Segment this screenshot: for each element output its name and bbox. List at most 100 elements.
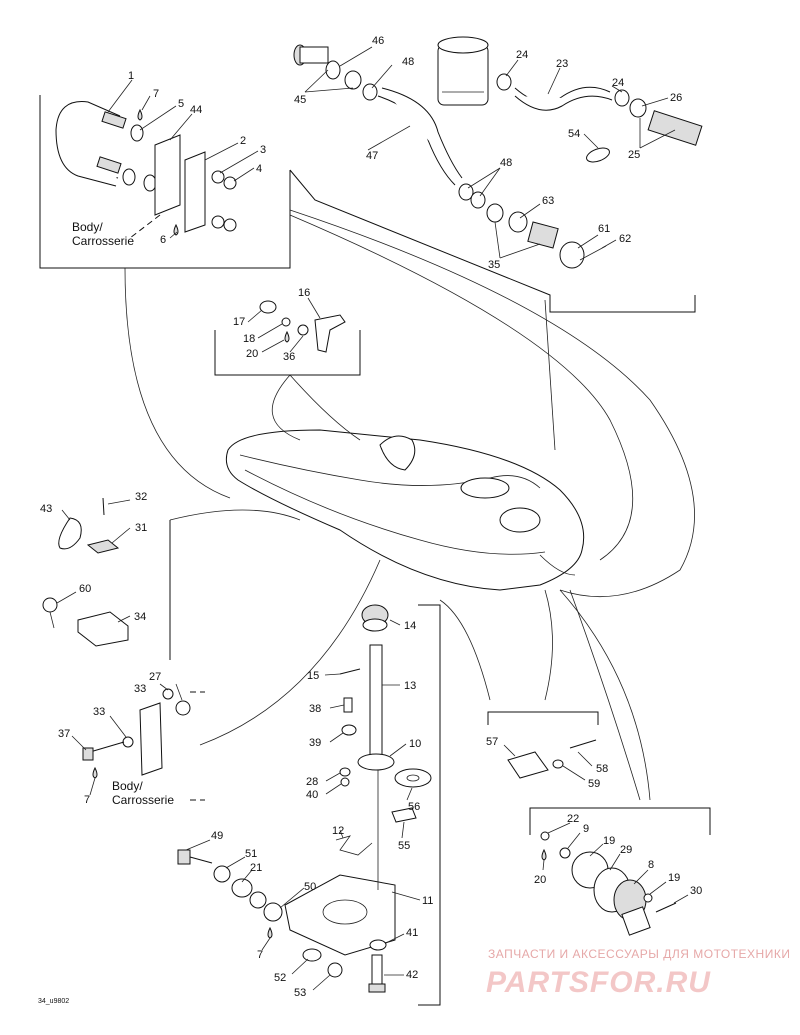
leader-2 xyxy=(204,142,239,161)
leader-52 xyxy=(291,958,309,975)
guide-lines xyxy=(124,209,695,801)
washer-5-upper xyxy=(130,124,144,142)
callout-34: 34 xyxy=(134,611,146,623)
group-top-left: 1 7 5 44 2 3 4 6 Body/ Carrosserie xyxy=(39,70,291,269)
leader-26 xyxy=(641,97,669,107)
leader-14 xyxy=(389,619,401,626)
group-center-post: 14 13 15 38 39 10 28 40 56 55 12 11 41 4… xyxy=(284,604,441,1006)
nut-46 xyxy=(325,60,341,80)
callout-52: 52 xyxy=(274,972,286,984)
callout-48-mid: 48 xyxy=(500,157,512,169)
leader-24-right xyxy=(611,85,623,93)
group-lower-right: 22 9 19 29 8 19 30 20 xyxy=(529,807,711,936)
cap-17 xyxy=(259,300,277,314)
group-mid-small: 16 17 18 20 36 xyxy=(214,287,361,376)
leader-63 xyxy=(519,203,541,219)
callout-27: 27 xyxy=(149,671,161,683)
leader-1 xyxy=(107,79,133,113)
washer-33-bolt xyxy=(122,736,134,748)
callout-9: 9 xyxy=(583,823,589,835)
hull-deck-line xyxy=(239,454,541,489)
leader-38 xyxy=(329,704,345,709)
washer-39 xyxy=(341,724,357,736)
callout-26: 26 xyxy=(670,92,682,104)
plate-44 xyxy=(154,134,181,216)
leader-46 xyxy=(339,46,373,67)
base-plate-hole xyxy=(322,899,368,925)
leader-51 xyxy=(225,856,246,869)
leader-28 xyxy=(325,772,341,782)
callout-5: 5 xyxy=(178,98,184,110)
callout-24-right: 24 xyxy=(612,77,624,89)
washer-3 xyxy=(211,170,225,184)
bolt-37-head xyxy=(82,747,94,761)
bilge-pump xyxy=(437,44,489,106)
callout-24-left: 24 xyxy=(516,49,528,61)
leader-48a xyxy=(467,167,501,189)
callout-63: 63 xyxy=(542,195,554,207)
callout-46: 46 xyxy=(372,35,384,47)
callout-16: 16 xyxy=(298,287,310,299)
body-label-bottom-line2: Carrosserie xyxy=(112,793,174,807)
clip-54 xyxy=(586,147,610,163)
callout-10: 10 xyxy=(409,738,421,750)
callout-32: 32 xyxy=(135,491,147,503)
leader-33a xyxy=(159,683,169,691)
callout-20-right: 20 xyxy=(534,874,546,886)
leader-62 xyxy=(601,239,617,249)
callout-50: 50 xyxy=(304,881,316,893)
nut-36 xyxy=(297,324,309,336)
callout-59: 59 xyxy=(588,778,600,790)
nut-26 xyxy=(629,98,647,118)
washer-41 xyxy=(369,939,387,951)
drop-20 xyxy=(284,330,290,343)
spring-12 xyxy=(335,835,373,856)
cap-14-base xyxy=(362,618,388,632)
leader-10 xyxy=(389,743,407,757)
base-plate-11 xyxy=(284,874,396,956)
clip-55 xyxy=(391,807,417,823)
callout-15: 15 xyxy=(307,670,319,682)
washer-51 xyxy=(213,865,231,883)
hull-stern xyxy=(539,554,576,576)
callout-28: 28 xyxy=(306,776,318,788)
callout-14: 14 xyxy=(404,620,416,632)
leader-8 xyxy=(633,869,649,885)
clamp-48-lower xyxy=(458,183,474,201)
leader-48-upper xyxy=(371,64,393,89)
hose-23-outline xyxy=(514,95,613,111)
leader-18 xyxy=(257,323,283,339)
nut-27 xyxy=(175,700,191,716)
screw-15 xyxy=(339,668,361,675)
screw-60-shank xyxy=(49,611,55,629)
guide-center-hull xyxy=(439,599,491,701)
callout-13: 13 xyxy=(404,680,416,692)
callout-7: 7 xyxy=(153,88,159,100)
callout-49: 49 xyxy=(211,830,223,842)
outlet-25 xyxy=(647,110,703,146)
leader-23 xyxy=(547,67,561,95)
leader-7 xyxy=(141,95,151,111)
plate-56-hole xyxy=(406,774,420,782)
drain-8-body xyxy=(621,906,651,936)
leader-25 xyxy=(639,129,676,149)
fitting-61 xyxy=(559,241,585,269)
guide-clips-hull xyxy=(169,509,301,521)
leader-47 xyxy=(367,125,411,151)
leader-31 xyxy=(111,527,131,544)
screw-38 xyxy=(343,697,353,713)
hull-steering xyxy=(379,435,416,471)
group-frame-center xyxy=(418,604,441,1006)
body-label-line1: Body/ xyxy=(72,220,103,234)
callout-41: 41 xyxy=(406,927,418,939)
washer-9 xyxy=(559,847,571,859)
post-13 xyxy=(369,644,383,756)
callout-7-bottom: 7 xyxy=(257,949,263,961)
clamp-48-lower-b xyxy=(470,191,486,209)
callout-33-top: 33 xyxy=(134,683,146,695)
plate-57 xyxy=(507,751,549,779)
leader-7-lower xyxy=(89,777,96,796)
group-left-clips: 32 31 43 60 34 xyxy=(40,491,171,660)
washer-22 xyxy=(540,831,550,841)
